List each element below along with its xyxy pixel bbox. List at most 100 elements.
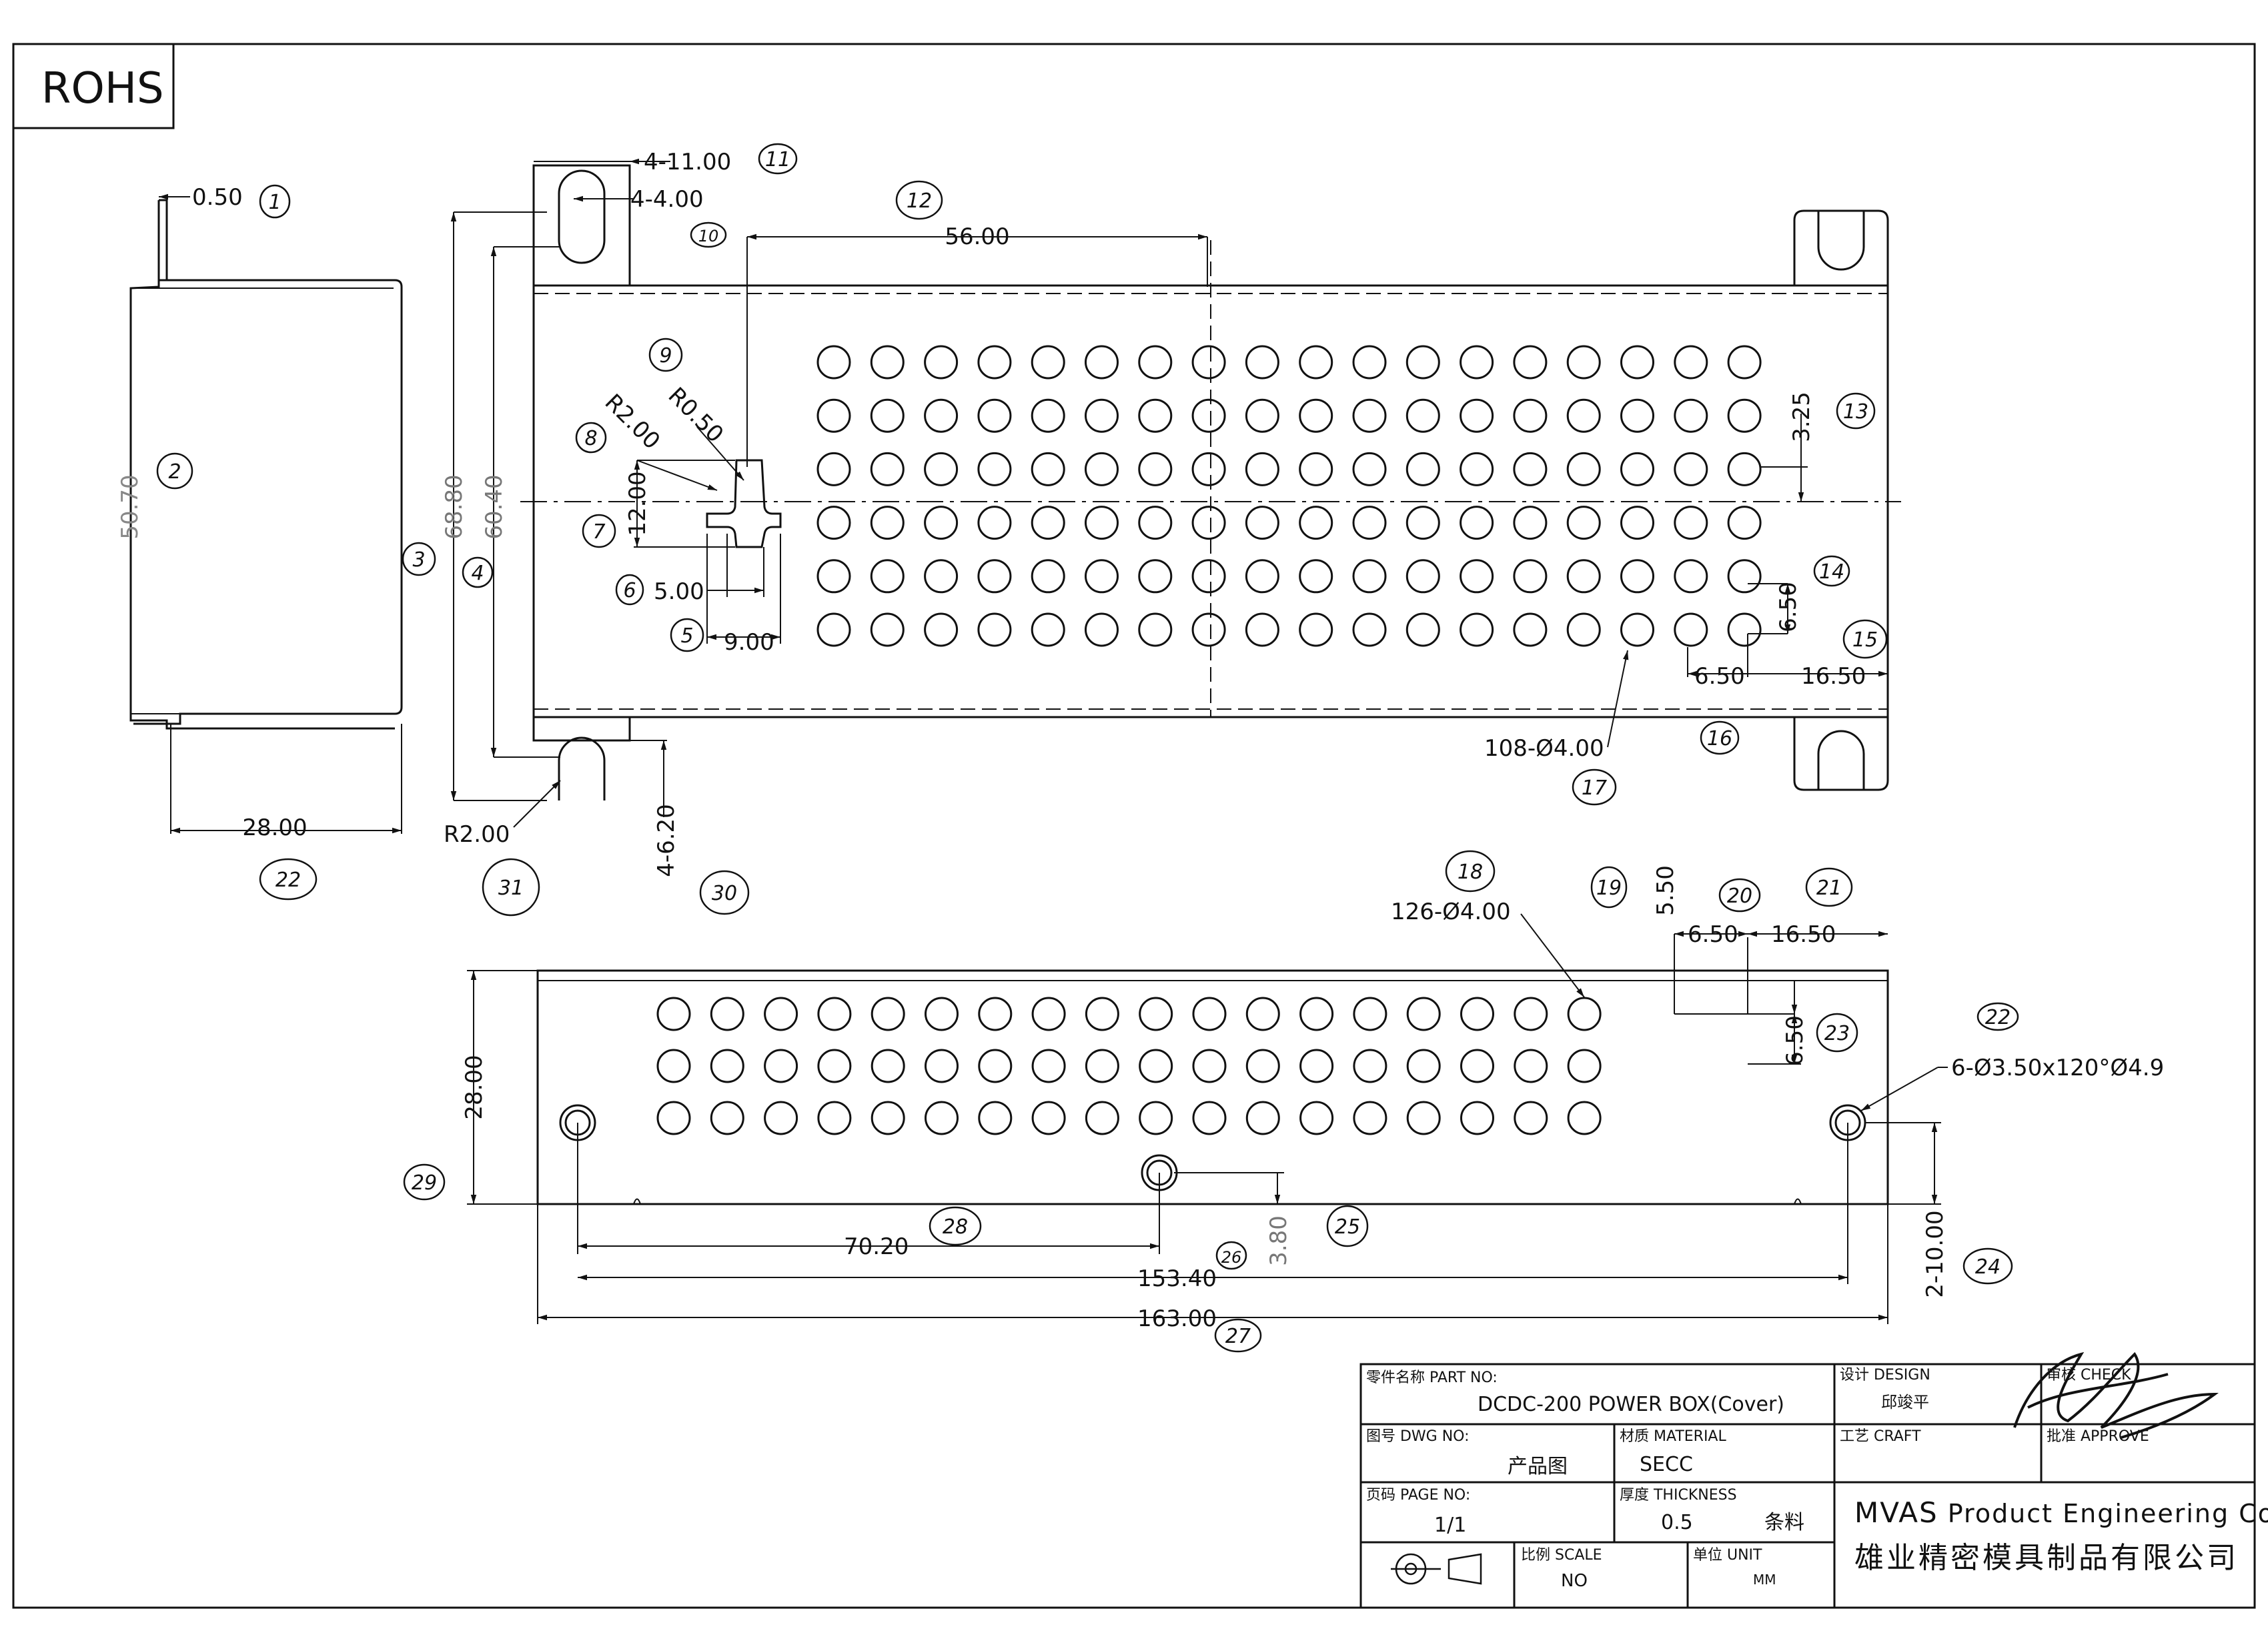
- bubble-30: 30: [699, 870, 750, 915]
- front-hole: [1139, 997, 1173, 1031]
- svg-text:30: 30: [712, 882, 737, 905]
- svg-text:8: 8: [584, 427, 597, 450]
- tb-designer: 邱竣平: [1881, 1393, 1929, 1412]
- tb-unit: MM: [1753, 1572, 1776, 1588]
- front-hole: [656, 997, 691, 1031]
- svg-text:21: 21: [1816, 877, 1842, 900]
- top-hole: [977, 345, 1012, 380]
- front-hole: [1514, 1049, 1548, 1083]
- top-hole: [1566, 612, 1601, 647]
- tb-page-no: 1/1: [1434, 1514, 1466, 1537]
- top-hole: [1299, 452, 1333, 486]
- tb-thickness: 0.5: [1661, 1511, 1693, 1534]
- front-hole: [1031, 997, 1066, 1031]
- top-hole: [1405, 452, 1440, 486]
- front-hole: [1299, 1101, 1334, 1135]
- top-hole: [1085, 559, 1119, 594]
- top-hole: [1352, 612, 1387, 647]
- top-hole: [1245, 559, 1279, 594]
- svg-text:27: 27: [1225, 1325, 1251, 1348]
- top-dimensions: [450, 158, 1888, 828]
- front-hole: [656, 1101, 691, 1135]
- top-hole: [1138, 559, 1173, 594]
- front-height-dim: 28.00: [461, 1055, 488, 1119]
- top-hole: [1727, 506, 1762, 540]
- top-hole: [1085, 345, 1119, 380]
- tb-part-no: DCDC-200 POWER BOX(Cover): [1478, 1393, 1784, 1416]
- bubble-9: 9: [648, 338, 683, 372]
- top-hole: [1352, 452, 1387, 486]
- top-notch-w-dim: 5.00: [654, 578, 704, 605]
- bubble-13: 13: [1836, 392, 1876, 430]
- top-holes-grid: [816, 345, 1762, 647]
- top-tab-width-dim: 4-11.00: [644, 149, 731, 175]
- front-hole: [1353, 997, 1387, 1031]
- front-hole: [817, 1101, 852, 1135]
- front-hole: [978, 1049, 1013, 1083]
- top-hole: [1674, 506, 1708, 540]
- side-view: [129, 199, 403, 730]
- top-hole: [1299, 559, 1333, 594]
- svg-text:4: 4: [471, 562, 484, 585]
- front-hole: [1567, 1049, 1602, 1083]
- top-hole: [1727, 559, 1762, 594]
- tb-thickness-type: 条料: [1764, 1511, 1804, 1534]
- svg-text:13: 13: [1843, 400, 1868, 424]
- bubble-21: 21: [1805, 867, 1853, 907]
- top-hole: [870, 452, 905, 486]
- top-row-pitch-dim: 6.50: [1775, 582, 1802, 632]
- front-hole: [1192, 997, 1227, 1031]
- front-hole: [1460, 1049, 1494, 1083]
- top-hole: [1674, 612, 1708, 647]
- bubble-20: 20: [1718, 878, 1761, 913]
- front-hole: [1085, 1049, 1119, 1083]
- projection-symbol-icon: [1391, 1553, 1482, 1585]
- front-holes-dim: 126-Ø4.00: [1391, 899, 1511, 925]
- top-hole: [870, 398, 905, 433]
- top-hole: [1299, 398, 1333, 433]
- slot-cutouts: [558, 169, 1865, 800]
- top-hole: [1245, 612, 1279, 647]
- top-corner-radius-dim: R2.00: [444, 821, 510, 848]
- top-hole: [1085, 612, 1119, 647]
- top-hole: [1620, 345, 1654, 380]
- tb-approve-label: 批准 APPROVE: [2047, 1428, 2149, 1445]
- bubble-26: 26: [1215, 1241, 1247, 1270]
- front-hole: [1245, 1049, 1280, 1083]
- bubble-10: 10: [690, 221, 727, 248]
- front-hole: [710, 997, 744, 1031]
- top-hole: [1674, 452, 1708, 486]
- top-hole: [1352, 506, 1387, 540]
- top-r-large-dim: R2.00: [600, 389, 666, 455]
- bubble-27: 27: [1214, 1318, 1262, 1353]
- front-hole: [1299, 1049, 1334, 1083]
- front-hole: [656, 1049, 691, 1083]
- top-hole: [870, 612, 905, 647]
- front-hole: [1567, 1101, 1602, 1135]
- svg-text:10: 10: [698, 227, 719, 245]
- top-hole: [924, 612, 959, 647]
- front-view-outline: [536, 969, 1889, 1205]
- top-hole: [1405, 506, 1440, 540]
- bubble-22-side: 22: [259, 858, 318, 901]
- front-hole: [871, 1101, 905, 1135]
- top-notch-depth-dim: 9.00: [724, 629, 774, 656]
- top-hole: [1513, 559, 1548, 594]
- tb-craft-label: 工艺 CRAFT: [1840, 1428, 1921, 1445]
- top-hole: [1727, 452, 1762, 486]
- top-col-pitch-dim: 6.50: [1694, 663, 1745, 690]
- side-dimensions: [130, 193, 402, 834]
- tb-company-en: MVAS Product Engineering Co.: [1854, 1496, 2268, 1529]
- tb-unit-label: 单位 UNIT: [1693, 1547, 1762, 1564]
- top-hole: [1620, 506, 1654, 540]
- front-hole: [1406, 1049, 1441, 1083]
- top-hole: [1460, 345, 1494, 380]
- top-hole: [816, 398, 851, 433]
- top-hole: [1513, 345, 1548, 380]
- front-hole: [1406, 997, 1441, 1031]
- tb-thickness-label: 厚度 THICKNESS: [1620, 1487, 1737, 1504]
- bubble-8: 8: [575, 422, 607, 454]
- bubble-12: 12: [895, 180, 943, 220]
- front-col-pitch-dim: 6.50: [1688, 921, 1738, 948]
- top-hole: [977, 506, 1012, 540]
